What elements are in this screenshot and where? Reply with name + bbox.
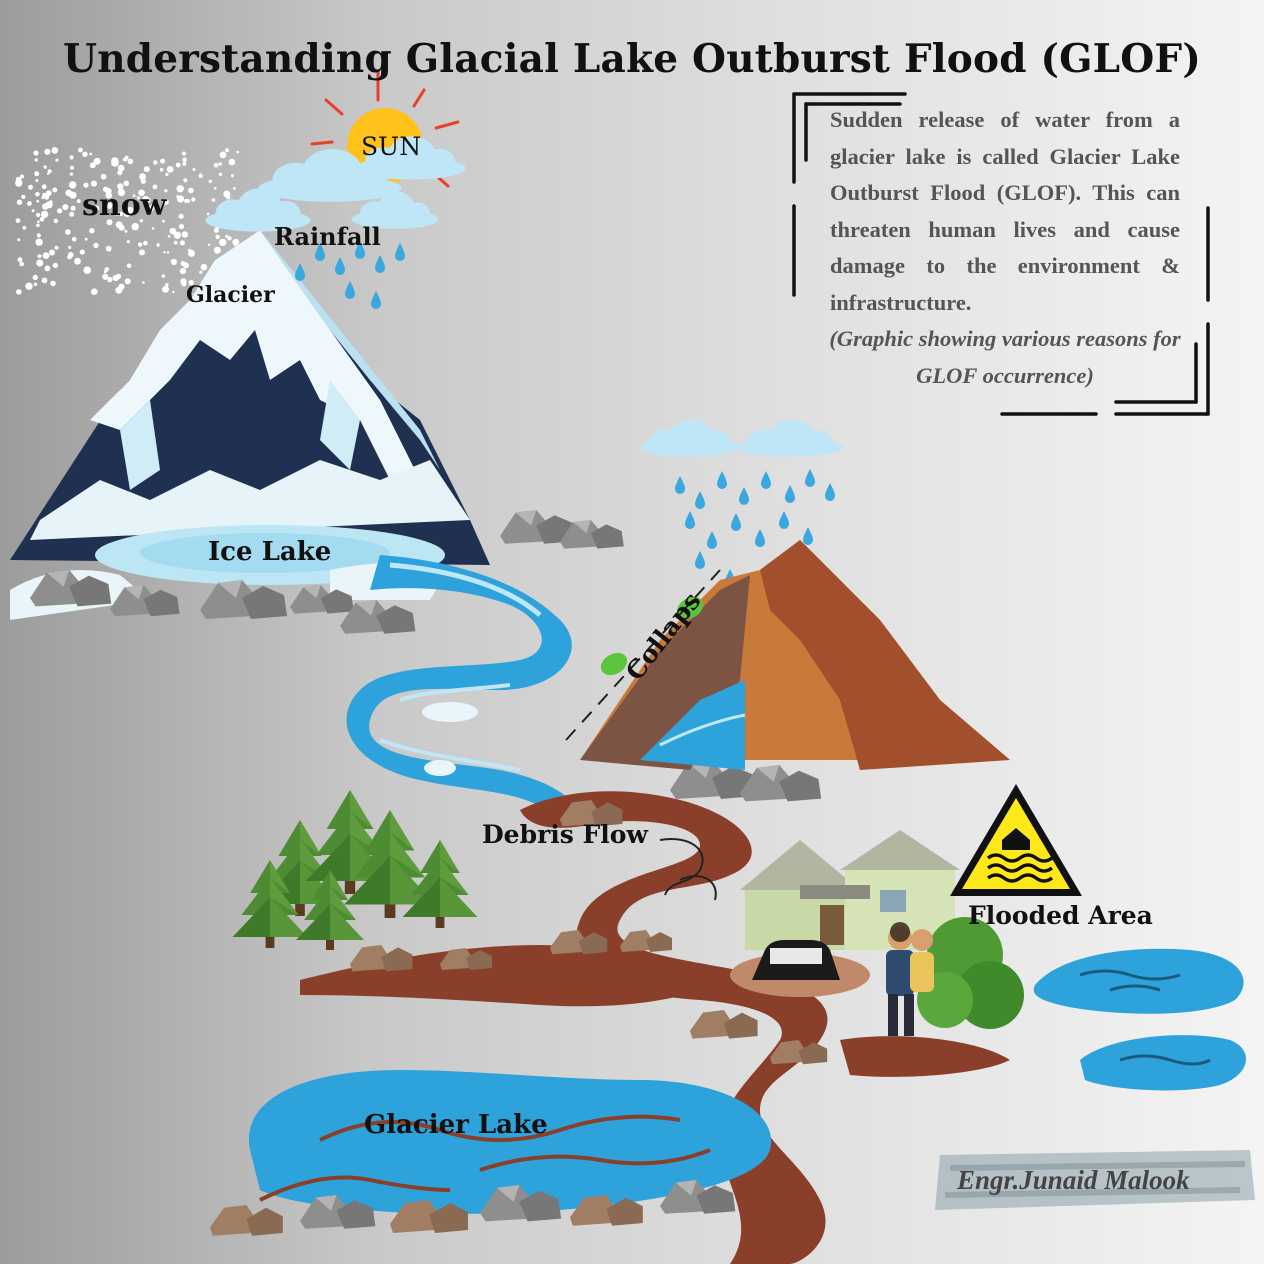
cloud-icon: [205, 136, 466, 232]
sun-label: SUN: [361, 132, 422, 161]
mountain-icon: [10, 230, 490, 565]
car-icon: [752, 940, 840, 980]
description-frame: [792, 92, 1210, 416]
caption-text: (Graphic showing various reasons for GLO…: [829, 326, 1181, 388]
flood-warning-icon: [950, 784, 1082, 896]
collapsing-mountain: [565, 540, 1010, 770]
ice-river: [346, 555, 572, 810]
glacier-label: Glacier: [186, 282, 275, 308]
snow-label: snow: [82, 188, 167, 223]
flooded-area-label: Flooded Area: [968, 901, 1153, 930]
tree-icon: [232, 790, 478, 950]
cloud-icon: [640, 419, 843, 457]
glacier-lake-label: Glacier Lake: [364, 1110, 548, 1140]
credit-banner: [935, 1150, 1255, 1210]
page-title: Understanding Glacial Lake Outburst Floo…: [63, 36, 1201, 82]
ice-lake-label: Ice Lake: [208, 537, 332, 567]
people-icon: [886, 922, 934, 1036]
credit-text: Engr.Junaid Malook: [957, 1165, 1190, 1195]
description-text: Sudden release of water from a glacier l…: [830, 107, 1180, 315]
debris-flow-label: Debris Flow: [482, 820, 648, 849]
rainfall-label: Rainfall: [274, 222, 381, 251]
glacier-lake: [248, 1070, 772, 1214]
house-icon: [740, 830, 960, 950]
flood-puddle: [1033, 948, 1247, 1091]
